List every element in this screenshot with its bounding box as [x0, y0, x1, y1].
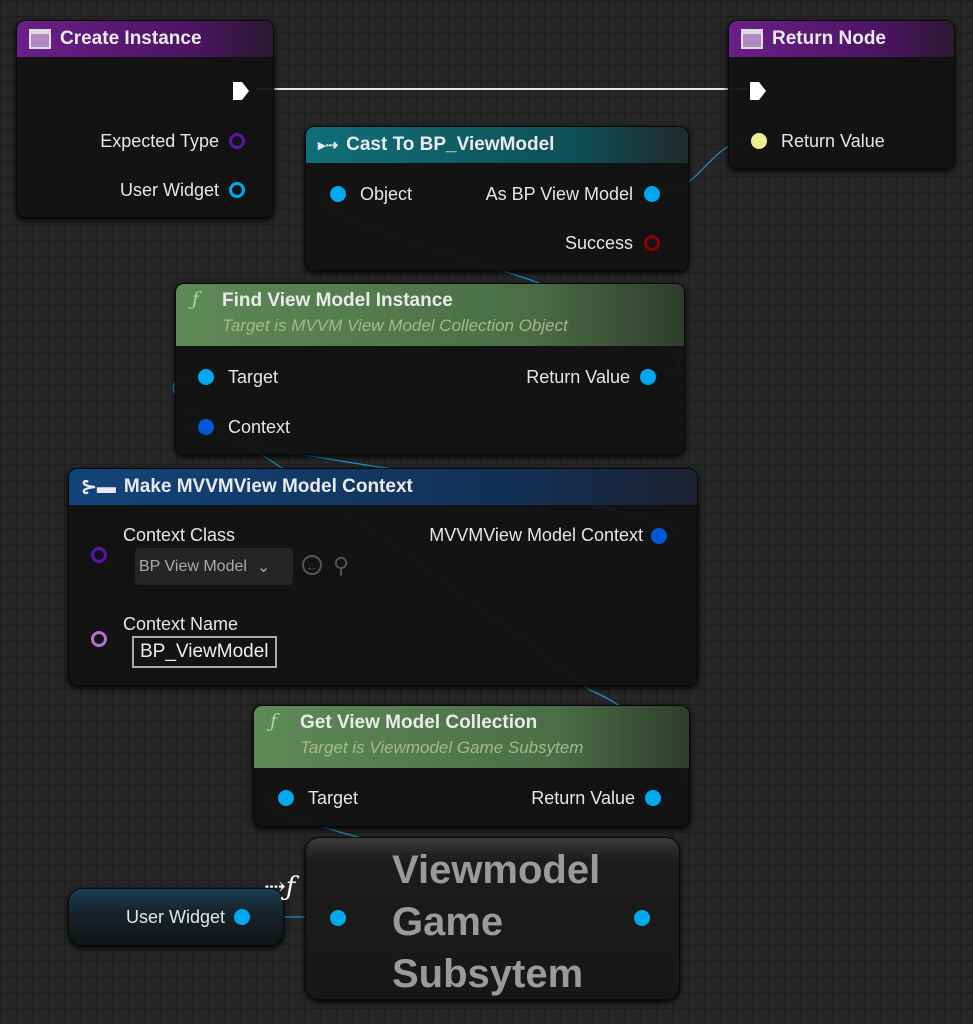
node-subtitle: Target is Viewmodel Game Subsytem [300, 738, 584, 757]
browse-search-icon[interactable]: ⚲ [333, 553, 350, 578]
pin-label-user-widget: User Widget [119, 180, 219, 200]
pin-label-target: Target [228, 367, 279, 387]
function-entry-icon [29, 29, 51, 49]
context-class-pin[interactable] [91, 547, 107, 563]
context-class-label: Context Class [123, 525, 236, 545]
context-pin[interactable] [198, 419, 214, 435]
context-name-input[interactable]: BP_ViewModel [132, 636, 277, 668]
return-node[interactable]: Return Node Return Value [728, 20, 955, 169]
exec-out-pin[interactable] [232, 81, 250, 101]
pure-function-icon: ⇢ƒ [264, 872, 296, 902]
exec-in-pin[interactable] [749, 81, 767, 101]
node-subtitle: Target is MVVM View Model Collection Obj… [222, 316, 568, 335]
cast-node[interactable]: ▸⇢ Cast To BP_ViewModel Object As BP View… [305, 126, 689, 271]
target-pin[interactable] [278, 790, 294, 806]
pin-label-target: Target [308, 788, 359, 808]
cast-icon: ▸⇢ [318, 137, 339, 154]
viewmodel-game-subsystem-node[interactable]: Viewmodel Game Subsytem [305, 837, 680, 1000]
mvvm-context-pin[interactable] [651, 528, 667, 544]
subsystem-title: Viewmodel Game Subsytem [392, 848, 601, 996]
make-context-header: ⊱▬ Make MVVMView Model Context [69, 469, 697, 505]
make-context-node[interactable]: ⊱▬ Make MVVMView Model Context Context Cl… [68, 468, 698, 686]
user-widget-variable-node[interactable]: User Widget [68, 888, 284, 946]
function-icon: ƒ [270, 710, 278, 732]
user-widget-out-pin[interactable] [234, 909, 250, 925]
pin-label-context: Context [228, 417, 291, 437]
pin-label-return-value: Return Value [781, 131, 885, 151]
context-name-pin[interactable] [91, 631, 107, 647]
context-class-value: BP View Model [139, 557, 247, 575]
create-instance-node[interactable]: Create Instance Expected Type User Widge… [16, 20, 274, 218]
expected-type-pin[interactable] [229, 133, 245, 149]
as-bp-view-model-pin[interactable] [644, 186, 660, 202]
return-value-pin[interactable] [640, 369, 656, 385]
make-struct-icon: ⊱▬ [81, 476, 116, 498]
node-title: Cast To BP_ViewModel [346, 134, 555, 155]
get-collection-header: ƒ Get View Model Collection Target is Vie… [254, 706, 689, 768]
pin-label-return-value: Return Value [526, 367, 630, 387]
subsystem-in-pin[interactable] [330, 910, 346, 926]
pin-label-expected-type: Expected Type [100, 131, 219, 151]
pin-label-as-bp-view-model: As BP View Model [485, 184, 633, 204]
use-selected-icon[interactable]: ← [302, 555, 322, 575]
variable-label: User Widget [125, 907, 225, 927]
node-title: Get View Model Collection [300, 712, 538, 733]
get-view-model-collection-node[interactable]: ƒ Get View Model Collection Target is Vie… [253, 705, 690, 827]
pin-label-context-output: MVVMView Model Context [429, 525, 643, 545]
node-title: Make MVVMView Model Context [123, 476, 413, 497]
node-title: Find View Model Instance [222, 290, 453, 311]
return-node-header: Return Node [729, 21, 954, 57]
pin-label-success: Success [564, 233, 633, 253]
pin-label-object: Object [360, 184, 413, 204]
find-view-model-instance-node[interactable]: ƒ Find View Model Instance Target is MVVM… [175, 283, 685, 455]
return-value-pin[interactable] [645, 790, 661, 806]
pin-label-return-value: Return Value [531, 788, 635, 808]
chevron-down-icon: ⌄ [256, 558, 271, 576]
function-result-icon [741, 29, 763, 49]
target-pin[interactable] [198, 369, 214, 385]
return-value-pin[interactable] [751, 133, 767, 149]
context-name-label: Context Name [123, 614, 239, 634]
success-pin[interactable] [644, 235, 660, 251]
create-instance-header: Create Instance [17, 21, 273, 57]
subsystem-out-pin[interactable] [634, 910, 650, 926]
context-class-dropdown[interactable]: BP View Model ⌄ [135, 548, 293, 585]
node-title: Return Node [772, 28, 886, 49]
function-icon: ƒ [192, 288, 200, 310]
user-widget-pin[interactable] [229, 182, 245, 198]
find-header: ƒ Find View Model Instance Target is MVVM… [176, 284, 684, 346]
cast-header: ▸⇢ Cast To BP_ViewModel [306, 127, 688, 163]
node-title: Create Instance [60, 28, 202, 49]
object-pin[interactable] [330, 186, 346, 202]
